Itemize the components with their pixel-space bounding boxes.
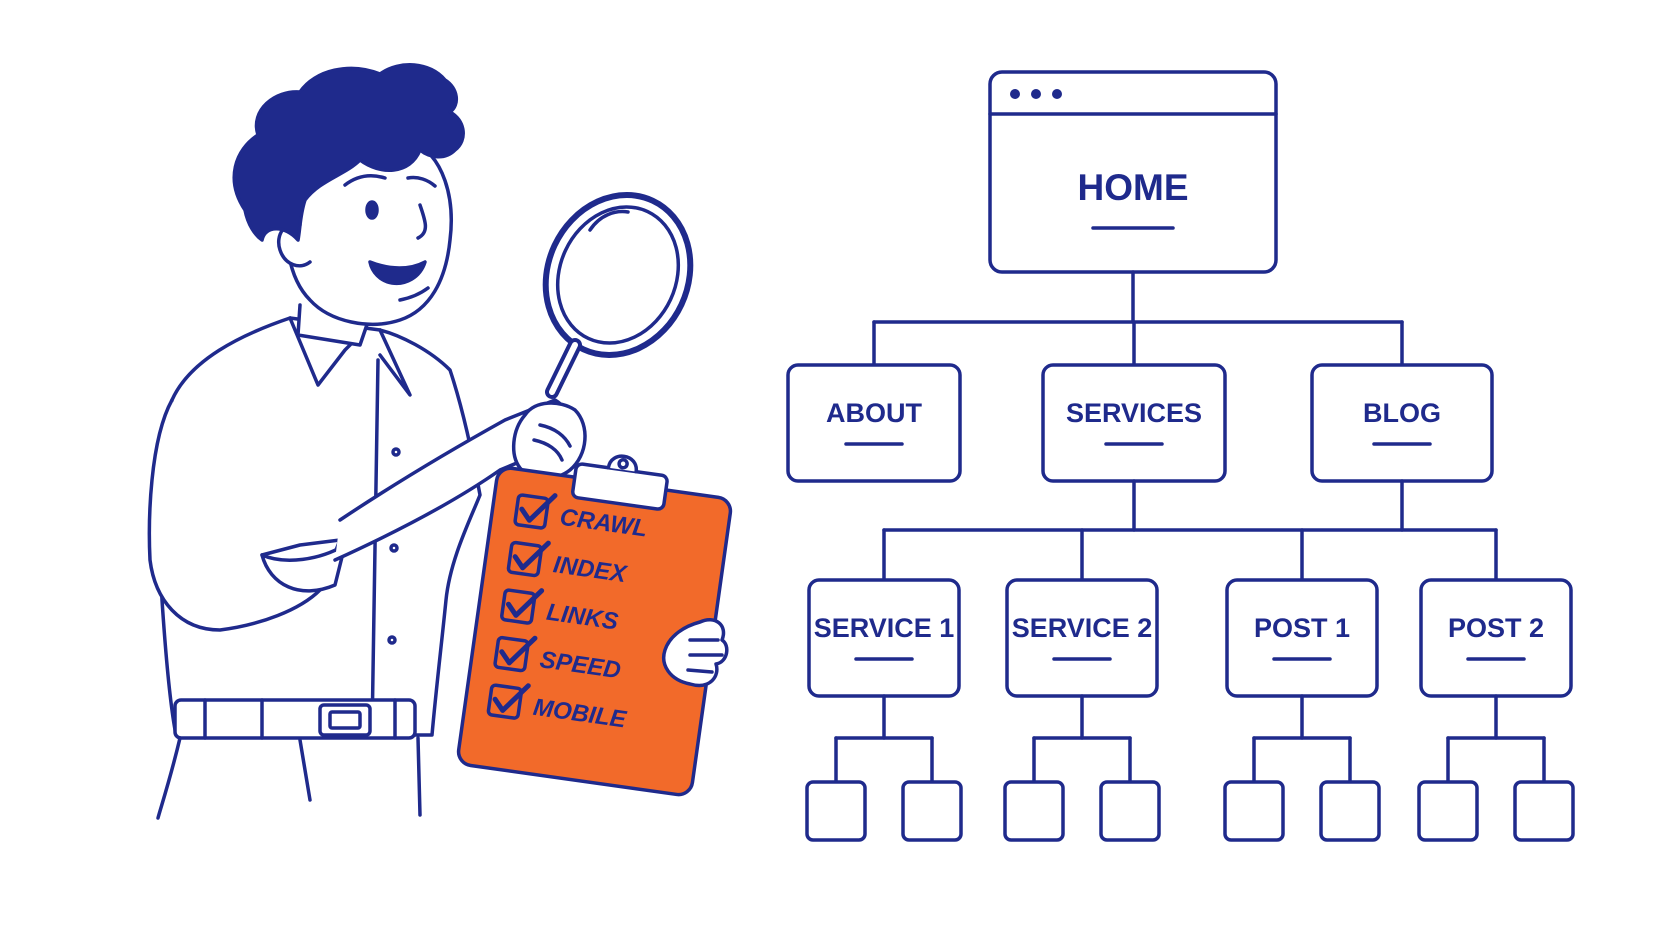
sitemap-leaf-page xyxy=(1319,780,1381,842)
checkbox-checked-icon xyxy=(500,588,537,625)
sitemap-leaf-page xyxy=(1003,780,1065,842)
sitemap-leaf-page xyxy=(901,780,963,842)
sitemap-leaf-page xyxy=(1099,780,1161,842)
shirt-button xyxy=(391,447,401,457)
magnifying-glass-icon xyxy=(542,192,694,399)
magnifier-glare xyxy=(588,209,630,232)
clipboard-clip-loop xyxy=(606,454,638,474)
belt-loop xyxy=(203,698,397,740)
shirt-button xyxy=(387,635,397,645)
sitemap-node: POST 2 xyxy=(1419,578,1573,698)
sitemap-node: SERVICES xyxy=(1041,363,1227,483)
magnifier-handle-inner xyxy=(549,342,578,395)
checkbox-checked-icon xyxy=(506,540,544,578)
person xyxy=(147,63,587,820)
sitemap-node-label: BLOG xyxy=(1363,398,1441,428)
trousers xyxy=(156,736,422,820)
sitemap-node-label: POST 2 xyxy=(1448,613,1544,643)
sitemap-node: SERVICE 1 xyxy=(807,578,961,698)
checkmark-icon xyxy=(512,540,551,571)
sitemap-node: BLOG xyxy=(1310,363,1494,483)
sitemap-node-label: SERVICES xyxy=(1066,398,1202,428)
eyebrow xyxy=(343,174,387,187)
chin-line xyxy=(398,286,430,302)
sitemap-leaf-page xyxy=(805,780,867,842)
shirt-collar-right xyxy=(378,328,412,397)
checkbox-checked-icon xyxy=(513,493,550,530)
checkbox-checked-icon xyxy=(486,683,524,720)
shirt-placket xyxy=(370,358,380,737)
checkmark-icon xyxy=(499,635,538,666)
browser-window-dots-icon xyxy=(1010,89,1062,99)
checkmark-icon xyxy=(519,493,558,523)
sitemap-node: POST 1 xyxy=(1225,578,1379,698)
magnifier-lens xyxy=(555,205,681,345)
eye xyxy=(365,200,379,220)
shirt-button xyxy=(389,543,399,553)
belt-buckle-inner xyxy=(328,710,362,730)
sitemap-node-home: HOME xyxy=(988,70,1278,274)
smile xyxy=(368,260,427,286)
sitemap-node-label: ABOUT xyxy=(826,398,922,428)
checkmark-icon xyxy=(505,588,545,618)
left-sleeve-roll xyxy=(260,543,347,593)
sitemap-node: ABOUT xyxy=(786,363,962,483)
sitemap-node: SERVICE 2 xyxy=(1005,578,1159,698)
eyebrow-right xyxy=(406,175,437,188)
finger-lines xyxy=(532,423,572,462)
sitemap-leaf-page xyxy=(1417,780,1479,842)
checklist-item: INDEX xyxy=(506,540,630,588)
hair xyxy=(232,63,465,242)
hand-holding-magnifier xyxy=(512,401,587,480)
sitemap-node-label: SERVICE 2 xyxy=(1012,613,1153,643)
nose xyxy=(416,203,428,240)
checkmark-icon xyxy=(492,683,531,713)
checkbox-checked-icon xyxy=(493,635,530,673)
sitemap-tree: HOME ABOUT SERVICES BLOG SERVICE 1 SERVICE 2 P… xyxy=(786,70,1575,842)
sitemap-leaf-page xyxy=(1513,780,1575,842)
clipboard-clip-hole xyxy=(617,458,629,470)
sitemap-leaf-page xyxy=(1223,780,1285,842)
home-label: HOME xyxy=(1078,167,1189,208)
sitemap-node-label: SERVICE 1 xyxy=(814,613,955,643)
belt xyxy=(173,698,417,740)
hand-fingers xyxy=(686,638,724,674)
hand-holding-clipboard xyxy=(662,618,729,688)
belt-buckle xyxy=(318,703,372,737)
sitemap-node-label: POST 1 xyxy=(1254,613,1350,643)
